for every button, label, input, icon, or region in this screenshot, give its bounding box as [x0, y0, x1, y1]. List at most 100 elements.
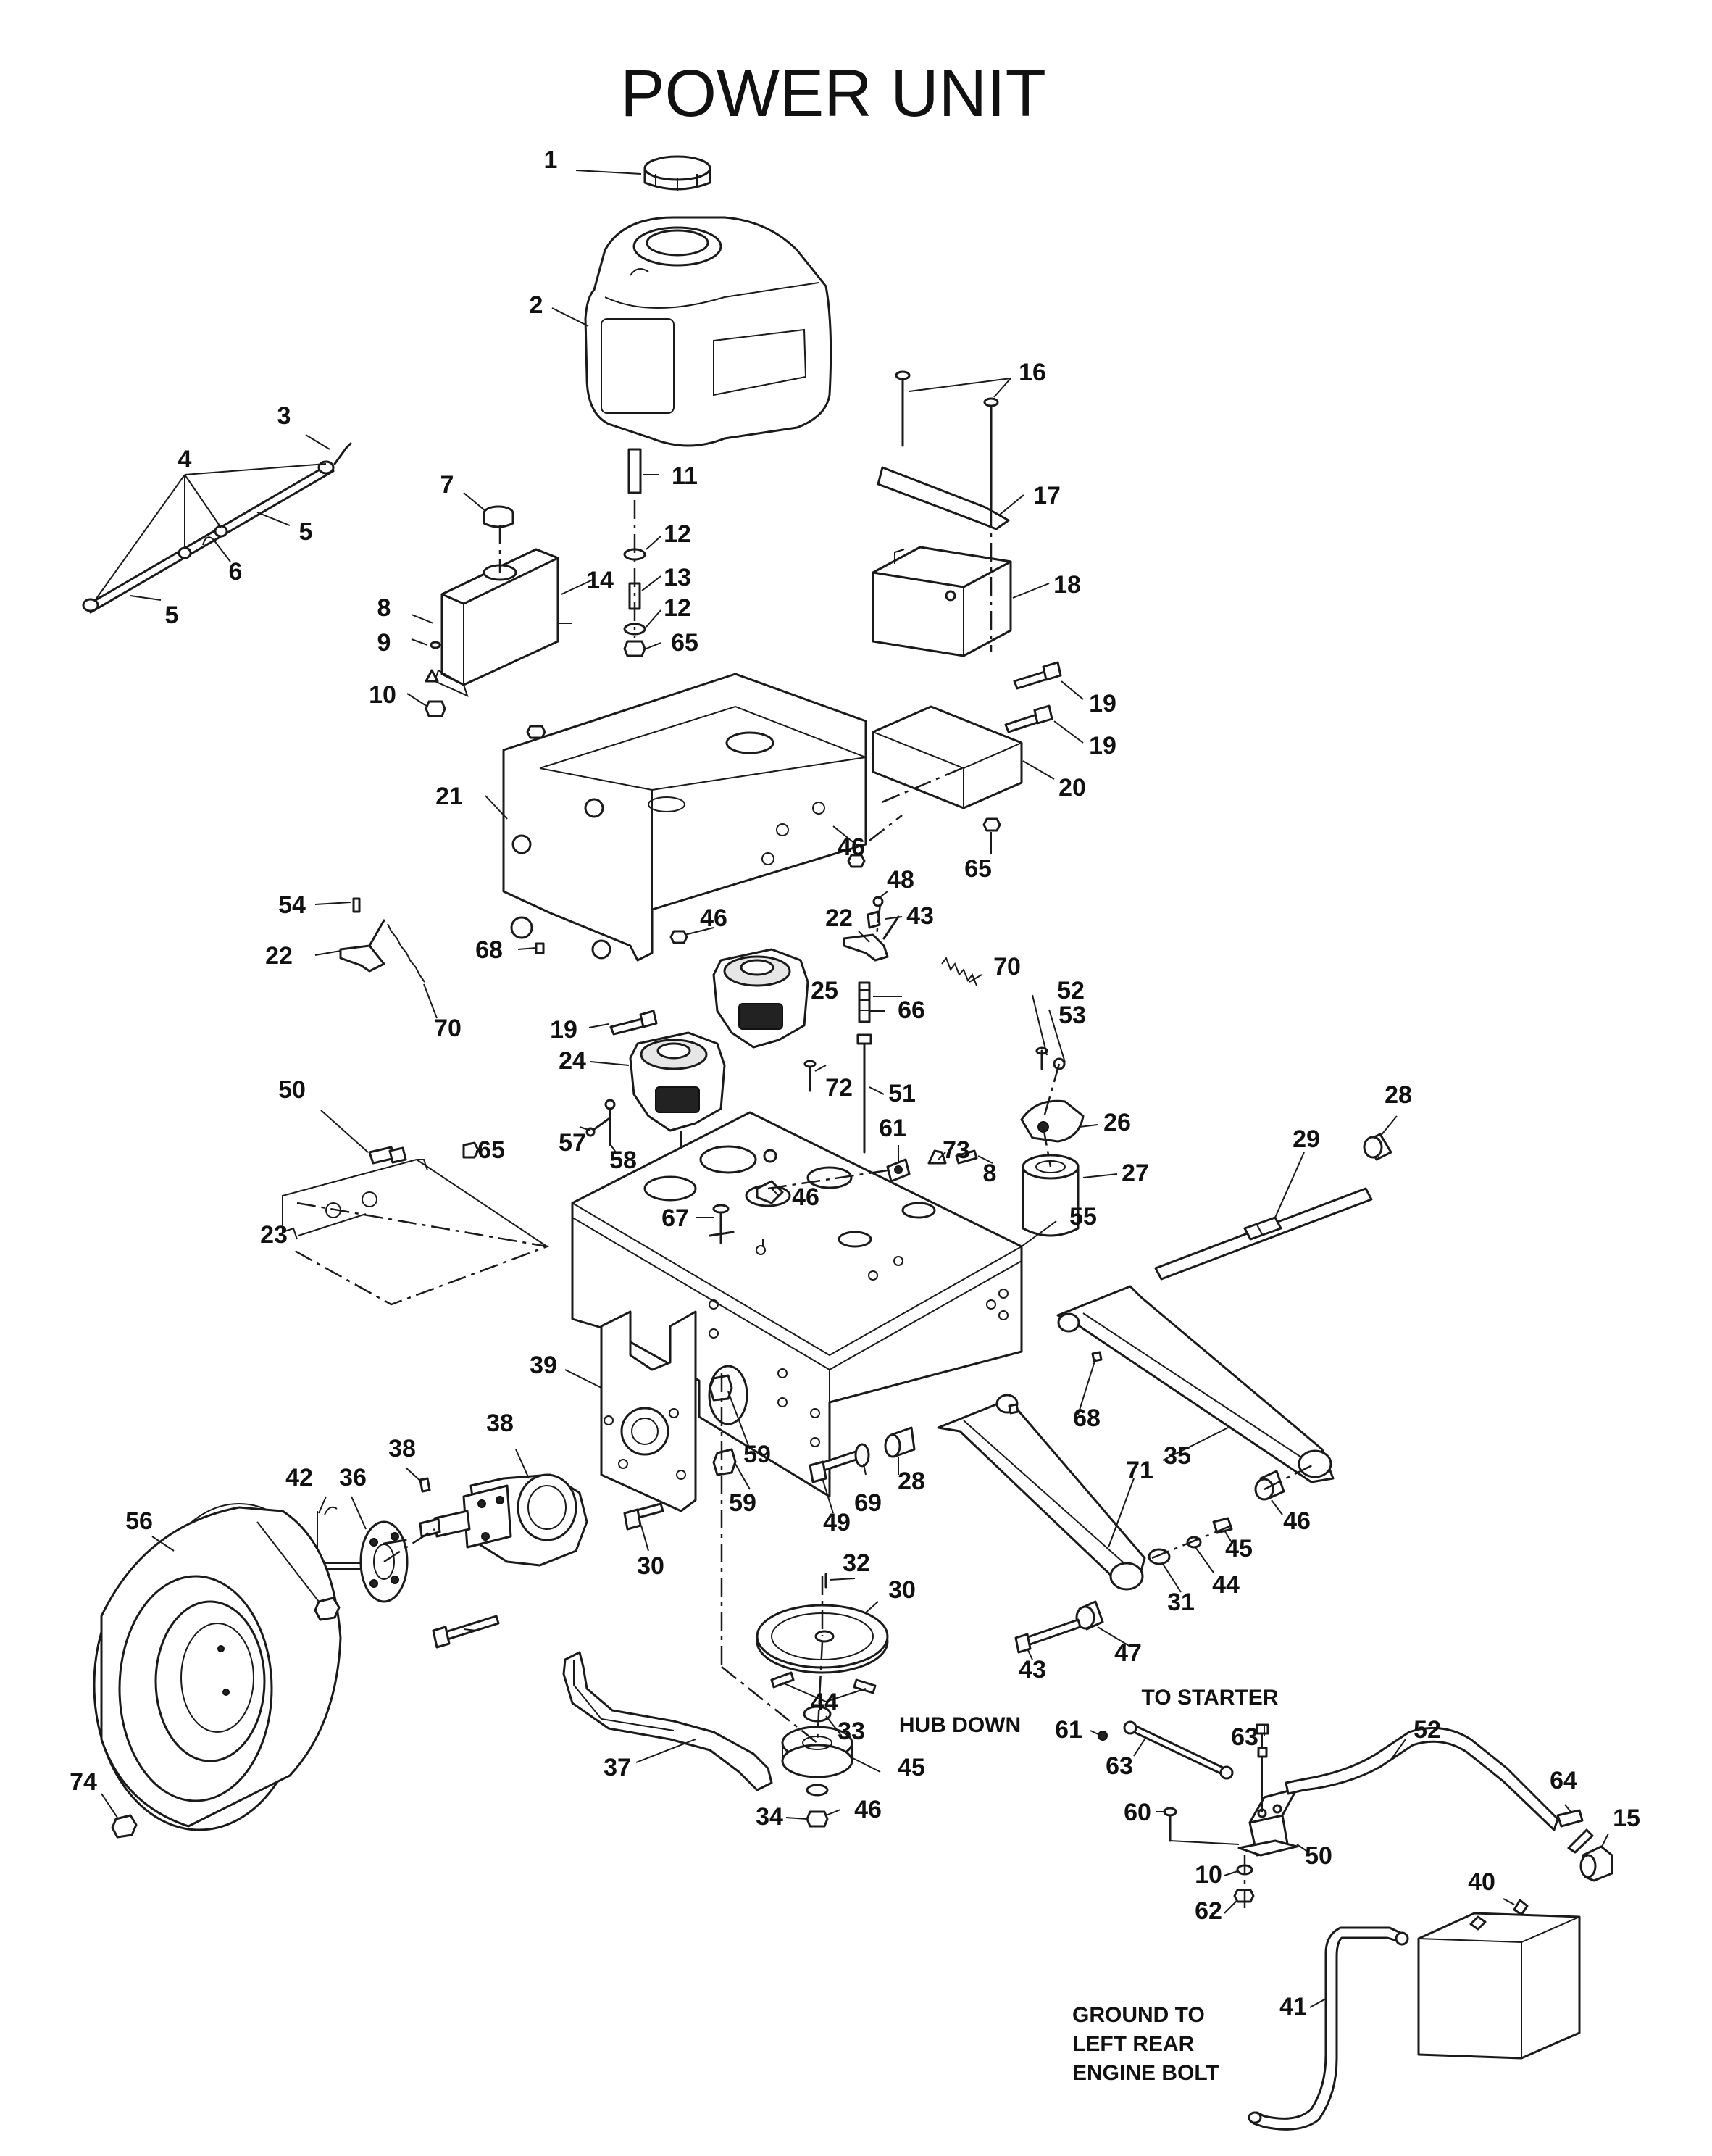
callout: 25 — [811, 977, 838, 1004]
callout: 16 — [1019, 359, 1046, 386]
ground-cable — [1248, 1926, 1409, 2131]
callout: 44 — [1212, 1571, 1240, 1599]
terminal-boot — [1579, 1845, 1613, 1882]
hydraulic-reservoir — [433, 505, 572, 697]
callout: 9 — [377, 629, 391, 657]
callout: 65 — [477, 1136, 505, 1164]
callout: 46 — [792, 1183, 819, 1211]
callout: 28 — [1385, 1081, 1412, 1109]
callout: 68 — [1073, 1404, 1101, 1432]
callout: 34 — [756, 1803, 783, 1831]
drive-belt — [562, 1651, 773, 1791]
callout: 20 — [1058, 774, 1086, 802]
callout: 55 — [1069, 1203, 1097, 1231]
leader-lines — [93, 170, 1609, 2008]
callout: 31 — [1167, 1589, 1195, 1616]
callout: 50 — [278, 1076, 306, 1104]
callout: 27 — [1122, 1160, 1149, 1187]
callout: 46 — [838, 833, 865, 861]
callout: 38 — [388, 1435, 416, 1462]
callout: 66 — [898, 996, 925, 1024]
hydrostatic-pump-right — [712, 948, 809, 1049]
callout: 46 — [700, 904, 727, 932]
idler-pulley — [781, 1705, 853, 1828]
callout: 8 — [377, 594, 391, 622]
callout: 14 — [586, 567, 614, 594]
callout: 52 — [1057, 977, 1085, 1004]
callout: 70 — [434, 1015, 462, 1042]
callout: 46 — [1283, 1507, 1311, 1535]
callout: 46 — [854, 1796, 882, 1823]
idler-arm-rear — [1008, 1285, 1335, 1483]
callout: 61 — [1055, 1716, 1082, 1744]
callout: 21 — [435, 783, 463, 810]
callout: 6 — [229, 558, 243, 586]
assembly-center-lines — [383, 500, 1316, 1744]
callout: 58 — [609, 1146, 637, 1174]
callout: 63 — [1231, 1723, 1258, 1751]
callout: 45 — [1225, 1535, 1253, 1562]
note-hub-down: HUB DOWN — [899, 1713, 1021, 1737]
callout: 12 — [664, 594, 691, 622]
callout: 47 — [1114, 1639, 1142, 1667]
callout: 62 — [1195, 1897, 1222, 1925]
oil-filter-assembly — [1020, 1046, 1085, 1237]
callout: 5 — [165, 602, 179, 629]
callout: 52 — [1414, 1716, 1441, 1744]
callout: 44 — [811, 1689, 838, 1716]
note-to-starter: TO STARTER — [1142, 1686, 1279, 1710]
callout: 59 — [729, 1489, 756, 1517]
callout: 65 — [964, 855, 992, 883]
callout: 37 — [604, 1754, 631, 1781]
callout: 48 — [887, 866, 914, 894]
callout: 24 — [559, 1047, 586, 1075]
callout: 7 — [440, 471, 454, 499]
callout: 10 — [1195, 1861, 1222, 1889]
callout: 33 — [838, 1718, 865, 1745]
callout: 53 — [1058, 1002, 1086, 1029]
callout: 56 — [125, 1507, 153, 1535]
callout: 4 — [178, 446, 192, 473]
note-ground-line2: LEFT REAR — [1072, 2032, 1195, 2056]
callout: 8 — [983, 1160, 997, 1187]
callout: 35 — [1164, 1442, 1191, 1470]
wheel-motor — [419, 1473, 588, 1567]
tank-mount-hardware — [623, 448, 646, 657]
callout: 60 — [1124, 1799, 1151, 1826]
note-ground-line1: GROUND TO — [1072, 2003, 1205, 2027]
callout: 5 — [299, 518, 313, 546]
callout: 22 — [825, 904, 853, 932]
callout: 57 — [559, 1129, 586, 1157]
callout: 43 — [906, 902, 934, 930]
callout: 59 — [743, 1441, 771, 1468]
callout: 74 — [70, 1768, 97, 1796]
pump-hardware — [803, 981, 872, 1154]
pump-control-arms — [339, 915, 977, 986]
motor-mount-plate — [600, 1310, 697, 1512]
diagram-notes: TO STARTER HUB DOWN GROUND TO LEFT REAR … — [899, 1686, 1279, 2085]
callout: 43 — [1019, 1656, 1046, 1683]
callout: 11 — [672, 462, 698, 490]
callout: 70 — [993, 953, 1021, 981]
fuel-tank — [584, 216, 832, 447]
callout: 2 — [530, 291, 543, 319]
callout: 63 — [1106, 1752, 1133, 1780]
callout: 36 — [339, 1464, 367, 1491]
battery-assembly — [872, 370, 1012, 657]
relay-bracket-hardware — [886, 1149, 978, 1183]
callout: 3 — [277, 402, 291, 430]
callout: 26 — [1103, 1109, 1131, 1136]
callout: 65 — [671, 629, 698, 657]
callout: 42 — [285, 1464, 313, 1491]
callout: 64 — [1550, 1767, 1577, 1794]
idler-arm-front — [937, 1394, 1146, 1591]
callout: 32 — [843, 1549, 870, 1577]
misc-fasteners — [352, 641, 884, 954]
callout: 13 — [664, 564, 691, 591]
callout: 19 — [1089, 690, 1116, 717]
callout: 10 — [369, 681, 396, 709]
callout: 72 — [825, 1074, 853, 1102]
callout: 17 — [1033, 482, 1061, 509]
callout: 49 — [823, 1509, 851, 1536]
